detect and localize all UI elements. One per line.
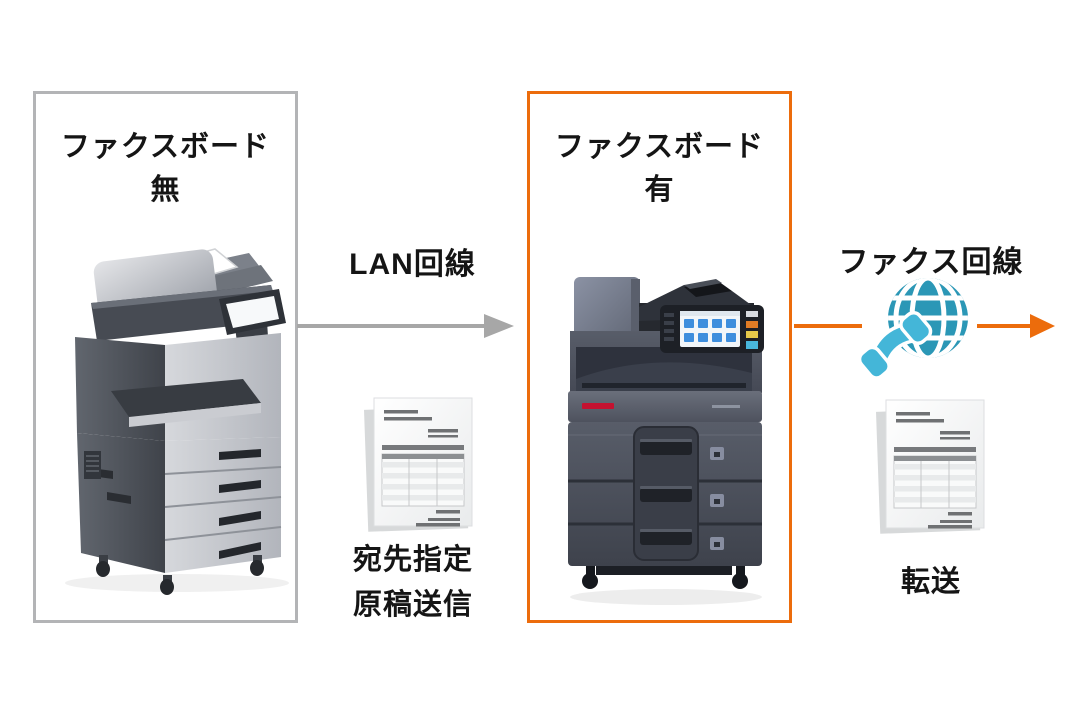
fax-board-present-title: ファクスボード 有 [530, 126, 789, 212]
output-ledge [582, 383, 746, 388]
tray-handles [640, 439, 692, 545]
touchscreen-app-tiles [684, 319, 736, 342]
vent-grille [84, 451, 101, 479]
fax-arrow-right-icon [1030, 314, 1055, 338]
send-document-caption: 宛先指定 原稿送信 [328, 538, 498, 628]
send-caption-line1: 宛先指定 [352, 544, 473, 576]
forward-document-icon [876, 399, 985, 534]
fax-board-absent-title-line1: ファクスボード [60, 131, 271, 163]
lan-line-label: LAN回線 [349, 248, 476, 281]
send-document-icon [364, 397, 473, 532]
fax-board-absent-box: ファクスボード 無 [33, 91, 298, 623]
tray-handle [219, 511, 261, 526]
tray-divider [164, 496, 282, 508]
control-panel [660, 305, 764, 353]
scanner-tower-edge [631, 279, 640, 345]
casters [582, 566, 748, 589]
fax-board-present-title-line1: ファクスボード [554, 131, 765, 163]
printer-floor-shadow [570, 589, 762, 605]
document-text-lines [382, 410, 464, 450]
lan-arrow-shaft [297, 324, 484, 328]
document-table [381, 453, 465, 507]
document-text-lines [894, 412, 976, 452]
globe-phone-icon [860, 278, 968, 380]
document-footer-lines [928, 512, 972, 529]
tray-divider [164, 526, 282, 541]
output-lip [129, 403, 261, 427]
forward-document-caption: 転送 [900, 566, 961, 598]
phone-handset-icon [860, 310, 933, 380]
mfp-printer-dark-icon [568, 277, 764, 605]
scanner-deck-highlight [91, 285, 273, 309]
fax-board-present-title-line2: 有 [644, 174, 675, 206]
fax-board-present-box: ファクスボード 有 [527, 91, 792, 623]
base-bar [596, 566, 732, 575]
fax-line-segment-left [794, 324, 862, 328]
tray-handle [219, 449, 261, 460]
tray-number-badges [710, 447, 724, 550]
document-footer-lines [416, 510, 460, 527]
front-band [568, 391, 762, 422]
send-caption-line2: 原稿送信 [352, 589, 473, 621]
side-handle [107, 492, 131, 504]
cabinet-front [165, 437, 281, 573]
tray-handle [219, 480, 261, 493]
fax-board-absent-title: ファクスボード 無 [36, 126, 295, 212]
output-cavity [111, 379, 261, 417]
panel-touchscreen [680, 311, 740, 347]
fax-board-absent-title-line2: 無 [150, 174, 181, 206]
casters [96, 555, 264, 595]
fax-line-label: ファクス回線 [838, 246, 1024, 279]
printer-floor-shadow [65, 574, 289, 592]
tray-divider [164, 466, 282, 475]
mfp-printer-gray-icon [65, 248, 289, 595]
panel-screen [226, 296, 279, 328]
lan-arrow-right-icon [484, 314, 514, 338]
brand-logo [582, 403, 614, 409]
tray-handle [219, 542, 261, 559]
fax-line-segment-right [977, 324, 1030, 328]
document-table [893, 455, 977, 509]
scanner-tower [574, 277, 640, 347]
model-label [712, 405, 740, 408]
